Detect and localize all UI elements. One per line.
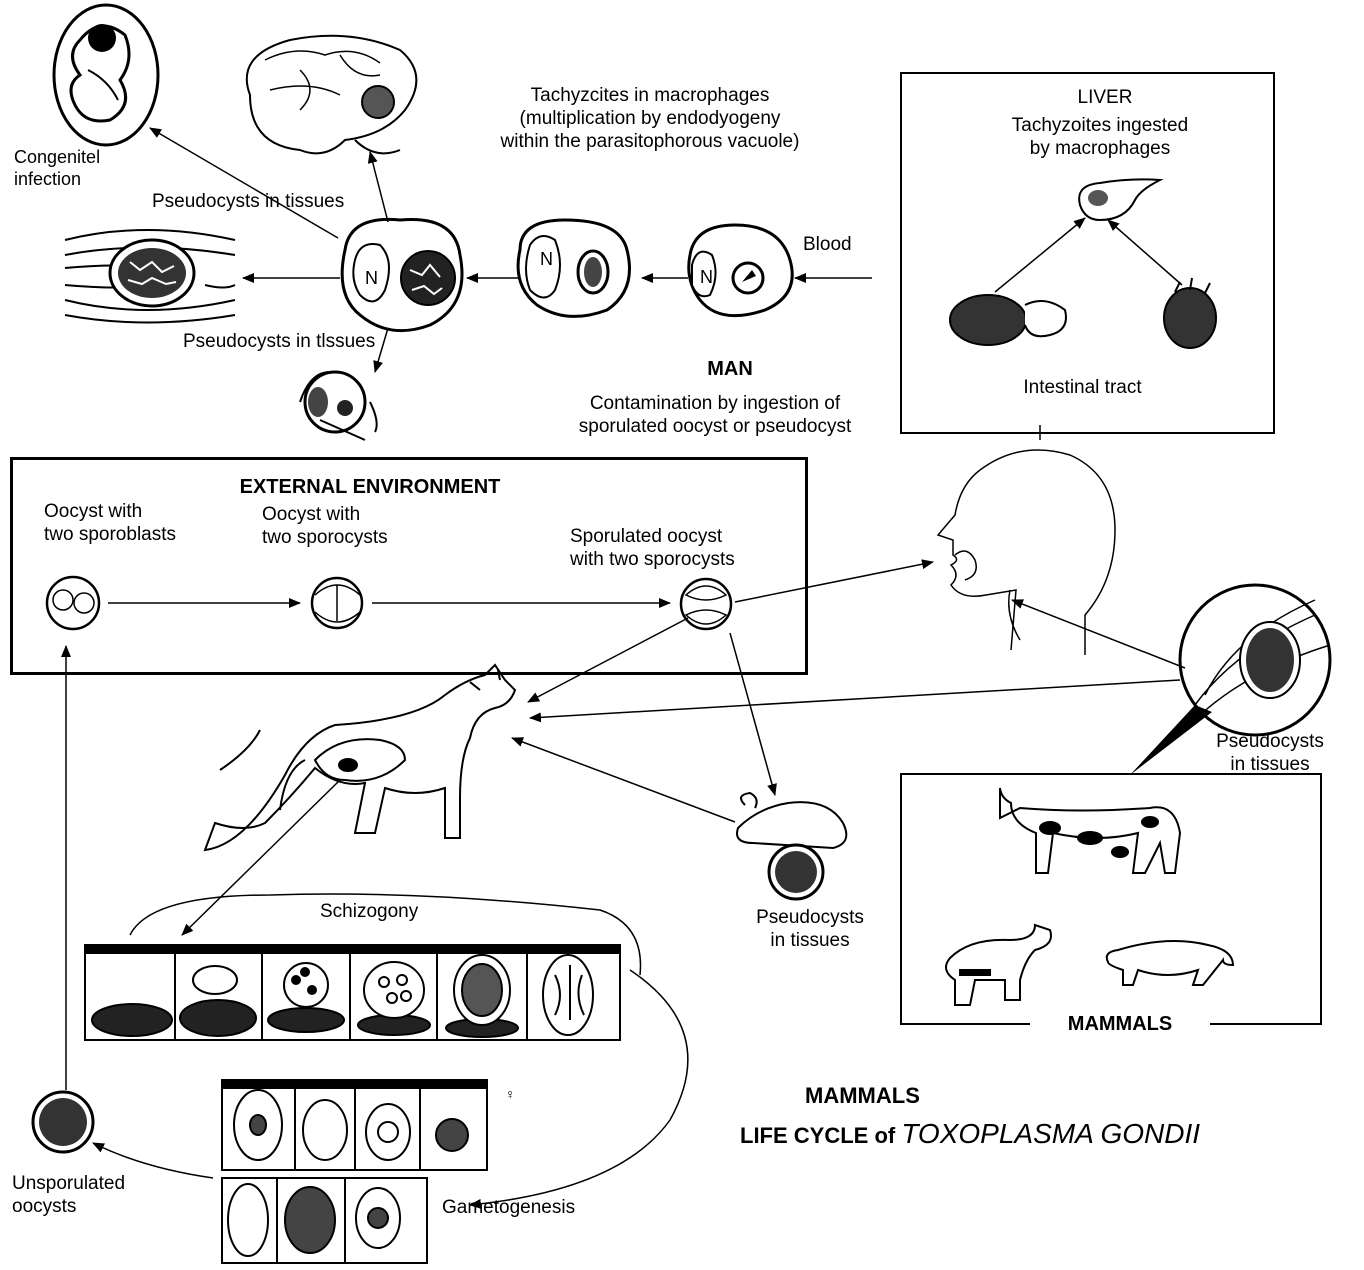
tachyzoites-macrophages-label: Tachyzcites in macrophages (multiplicati… <box>440 84 860 153</box>
sporulated-oocyst-label: Sporulated oocyst with two sporocysts <box>570 525 735 571</box>
brain-icon <box>247 36 417 154</box>
rodent-pseudocysts-label: Pseudocysts in tissues <box>740 906 880 952</box>
oocyst-sporoblasts-label: Oocyst with two sporoblasts <box>44 500 176 546</box>
intestinal-cell-icon <box>222 1080 487 1263</box>
svg-text:N: N <box>700 267 713 287</box>
eye-icon <box>300 372 377 440</box>
fetus-icon <box>54 5 158 145</box>
female-symbol: ♀ <box>505 1083 516 1106</box>
congenital-infection-label: Congenitel infection <box>14 146 100 190</box>
schizogony-label: Schizogony <box>320 900 418 923</box>
svg-text:N: N <box>365 268 378 288</box>
mammals-box-heading: MAMMALS <box>1030 1013 1210 1036</box>
unsporulated-oocysts-label: Unsporulated oocysts <box>12 1172 125 1218</box>
intestinal-tract-label: Intestinal tract <box>990 376 1175 399</box>
cat-icon <box>205 665 515 850</box>
pseudocysts-lower-label: Pseudocysts in tlssues <box>183 330 375 353</box>
mouse-icon <box>737 793 846 899</box>
title-species: TOXOPLASMA GONDII <box>901 1118 1200 1149</box>
macrophage-icon: N <box>342 219 462 330</box>
mammals-box <box>900 773 1322 1025</box>
man-heading: MAN <box>690 358 770 381</box>
mammals-pseudocysts-label: Pseudocysts in tissues <box>1195 730 1345 776</box>
title-line1: MAMMALS <box>805 1083 920 1109</box>
gametogenesis-label: Gametogenesis <box>442 1196 575 1219</box>
oocyst-sporocysts-label: Oocyst with two sporocysts <box>262 503 388 549</box>
muscle-fiber-icon <box>65 230 235 323</box>
contamination-label: Contamination by ingestion of sporulated… <box>525 392 905 438</box>
external-environment-heading: EXTERNAL ENVIRONMENT <box>180 476 560 499</box>
liver-text: Tachyzoites ingested by macrophages <box>960 114 1240 160</box>
liver-heading: LIVER <box>1050 86 1160 109</box>
macrophage-icon: N <box>689 225 792 316</box>
macrophage-icon: N <box>518 220 629 316</box>
blood-label: Blood <box>803 233 852 256</box>
human-head-icon <box>938 425 1115 655</box>
svg-text:N: N <box>540 249 553 269</box>
title-line2: LIFE CYCLE of TOXOPLASMA GONDII <box>740 1118 1200 1150</box>
intestinal-cell-icon <box>85 945 620 1040</box>
title-prefix: LIFE CYCLE of <box>740 1123 901 1148</box>
pseudocysts-upper-label: Pseudocysts in tissues <box>152 190 344 213</box>
oocyst-icon <box>33 1092 93 1152</box>
